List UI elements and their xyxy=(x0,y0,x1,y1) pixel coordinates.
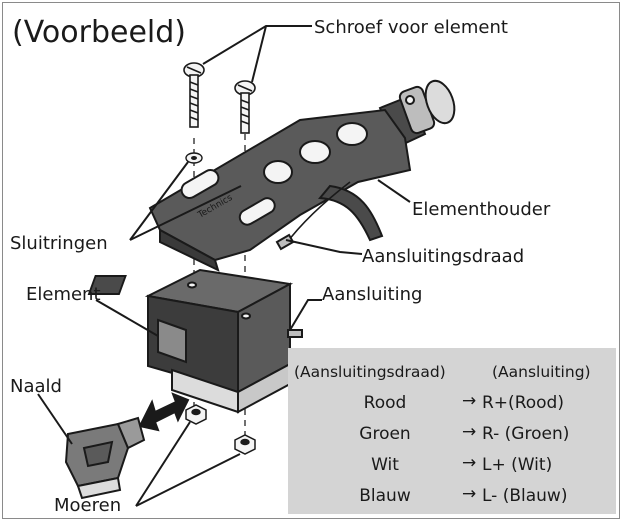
wiring-table-background xyxy=(288,348,616,514)
label-washers: Sluitringen xyxy=(10,233,108,254)
table-arrow-1: → xyxy=(462,422,476,442)
headshell xyxy=(148,79,456,272)
table-header-wire: (Aansluitingsdraad) xyxy=(294,363,446,381)
leader-lines xyxy=(37,25,411,507)
label-lead-wire: Aansluitingsdraad xyxy=(362,246,524,267)
table-wire-2: Wit xyxy=(371,455,399,475)
table-wire-1: Groen xyxy=(359,424,410,444)
table-arrow-3: → xyxy=(462,484,476,504)
table-terminal-3: L- (Blauw) xyxy=(482,486,567,506)
label-nuts: Moeren xyxy=(54,495,121,516)
stylus xyxy=(64,416,146,500)
table-terminal-0: R+(Rood) xyxy=(482,393,564,413)
label-cartridge: Element xyxy=(26,284,101,305)
table-arrow-2: → xyxy=(462,453,476,473)
table-arrow-0: → xyxy=(462,391,476,411)
insert-arrow xyxy=(138,392,190,432)
label-headshell: Elementhouder xyxy=(412,199,551,220)
label-terminal: Aansluiting xyxy=(322,284,422,305)
table-terminal-2: L+ (Wit) xyxy=(482,455,552,475)
table-header-terminal: (Aansluiting) xyxy=(492,363,591,381)
table-terminal-1: R- (Groen) xyxy=(482,424,569,444)
screw-left xyxy=(183,62,205,128)
diagram-title: (Voorbeeld) xyxy=(12,15,186,50)
nut-left xyxy=(185,404,207,425)
cartridge xyxy=(87,268,303,414)
label-stylus: Naald xyxy=(10,376,62,397)
table-wire-0: Rood xyxy=(364,393,407,413)
label-screw: Schroef voor element xyxy=(314,17,508,38)
washer-left xyxy=(185,152,203,164)
screw-right xyxy=(234,80,256,134)
nut-right xyxy=(234,434,256,455)
wiring-table: (Aansluitingsdraad) (Aansluiting) Rood →… xyxy=(288,348,616,514)
table-wire-3: Blauw xyxy=(359,486,411,506)
